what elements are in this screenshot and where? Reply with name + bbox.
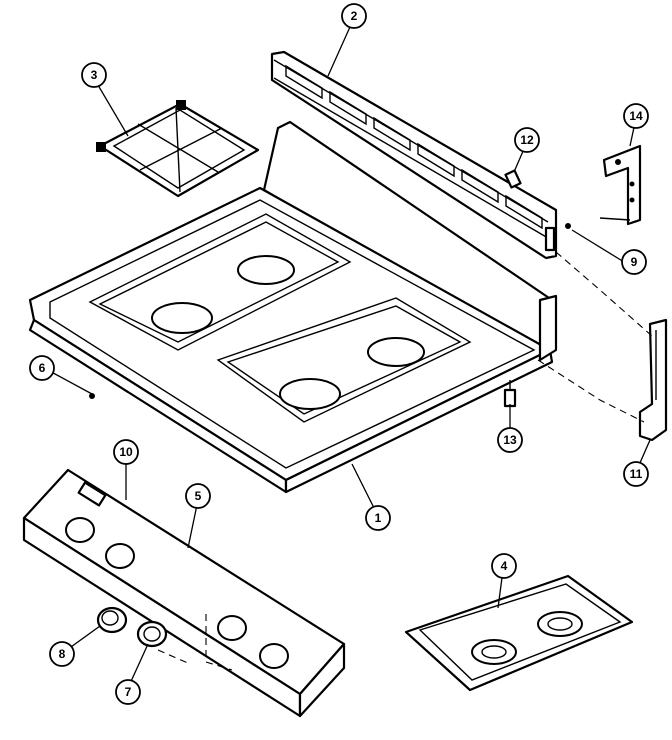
svg-text:8: 8 [59, 647, 66, 661]
svg-text:10: 10 [119, 445, 133, 459]
part-side-trim [638, 318, 668, 442]
alignment-lines [157, 251, 653, 665]
part-control-panel [22, 468, 346, 718]
svg-text:2: 2 [351, 9, 358, 23]
part-screw-12 [504, 169, 522, 189]
svg-text:12: 12 [520, 133, 534, 147]
callout-10: 10 [113, 439, 139, 465]
svg-text:5: 5 [195, 489, 202, 503]
callout-2: 2 [341, 3, 367, 29]
callout-3: 3 [81, 62, 107, 88]
svg-text:11: 11 [630, 467, 643, 481]
part-screw-9 [565, 223, 571, 229]
part-screw-6 [89, 393, 95, 399]
callout-11: 11 [623, 461, 649, 487]
callout-6: 6 [29, 355, 55, 381]
part-main-cooktop [28, 120, 558, 494]
part-burner-grate [96, 100, 260, 198]
svg-text:13: 13 [503, 433, 517, 447]
callout-13: 13 [497, 427, 523, 453]
callout-4: 4 [491, 553, 517, 579]
callout-1: 1 [365, 505, 391, 531]
part-drip-tray [404, 574, 634, 692]
svg-text:9: 9 [631, 255, 638, 269]
svg-text:14: 14 [629, 109, 643, 123]
callout-12: 12 [514, 127, 540, 153]
callout-14: 14 [623, 103, 649, 129]
callout-8: 8 [49, 641, 75, 667]
callout-5: 5 [185, 483, 211, 509]
part-knob-bezel [136, 620, 168, 648]
callout-9: 9 [621, 249, 647, 275]
part-hinge-bracket [599, 144, 642, 226]
svg-text:6: 6 [39, 361, 46, 375]
svg-text:7: 7 [125, 685, 132, 699]
svg-text:1: 1 [375, 511, 382, 525]
part-knob [96, 606, 128, 634]
svg-text:4: 4 [501, 559, 508, 573]
part-back-vent-trim [270, 50, 558, 260]
callout-7: 7 [115, 679, 141, 705]
svg-text:3: 3 [91, 68, 98, 82]
